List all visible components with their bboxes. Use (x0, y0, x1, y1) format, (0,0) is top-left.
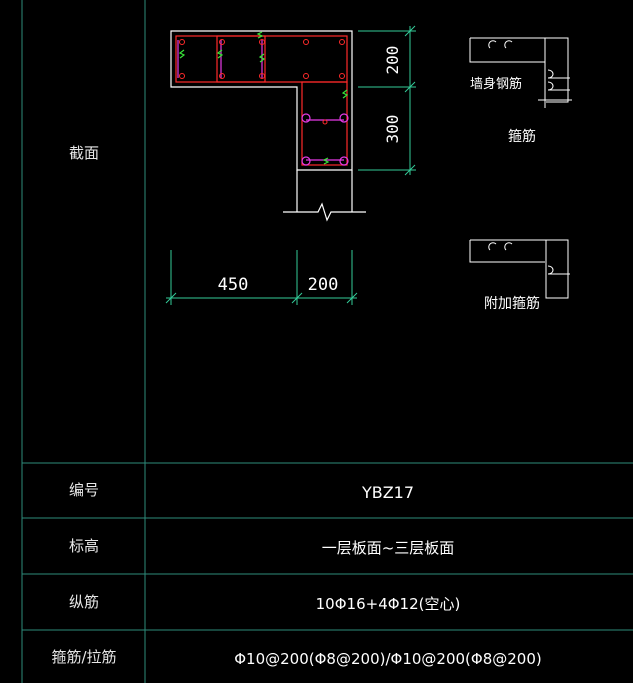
detail2-caption: 附加箍筋 (484, 295, 540, 312)
dimension-label-side: 300 (383, 115, 402, 144)
additional-stirrup-drawing (469, 239, 570, 299)
table-value-id: YBZ17 (361, 483, 414, 502)
dimension-label-bottom-right: 200 (308, 275, 339, 295)
vertical-dimension (358, 25, 416, 176)
detail1-label: 墙身钢筋 (470, 76, 522, 92)
table-value-stirrup: Φ10@200(Φ8@200)/Φ10@200(Φ8@200) (234, 650, 541, 668)
table-value-elevation: 一层板面~三层板面 (322, 539, 455, 557)
column-outline (170, 30, 366, 222)
section-row-label: 截面 (69, 144, 99, 162)
table-row-label-elevation: 标高 (69, 537, 99, 555)
table-grid (21, 0, 633, 683)
stirrup-detail-drawing (469, 37, 572, 108)
horizontal-dimension (165, 250, 358, 305)
dimension-label-top: 200 (383, 46, 402, 75)
dimension-label-bottom-left: 450 (218, 275, 249, 295)
detail1-caption: 箍筋 (508, 128, 536, 145)
rebar-points (179, 39, 345, 125)
table-row-label-stirrup: 箍筋/拉筋 (51, 648, 116, 666)
weld-marks (178, 31, 349, 165)
table-value-longitudinal: 10Φ16+4Φ12(空心) (316, 595, 461, 613)
table-row-label-id: 编号 (69, 481, 99, 499)
table-row-label-longitudinal: 纵筋 (69, 593, 99, 611)
